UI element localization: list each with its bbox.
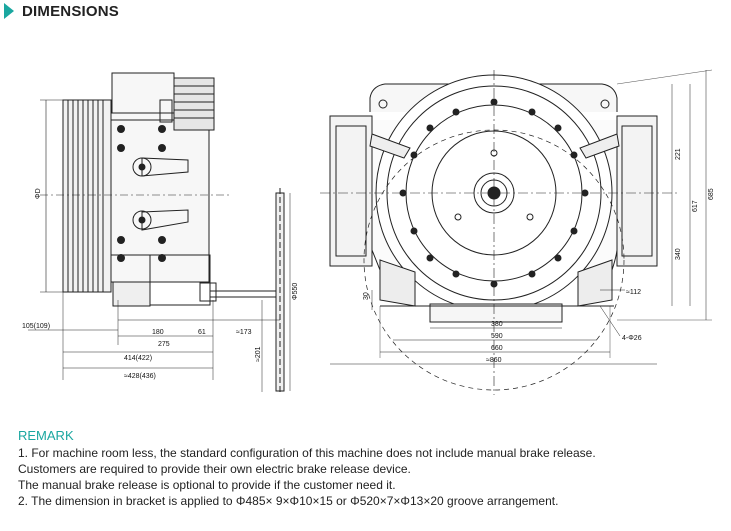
side-view-drawing — [28, 72, 291, 395]
dim-30: 30 — [363, 292, 370, 300]
dim-61: 61 — [198, 329, 206, 336]
front-view-drawing — [320, 69, 713, 395]
dim-860: ≈860 — [486, 357, 502, 364]
dim-180: 180 — [152, 329, 164, 336]
dim-550: Φ550 — [292, 283, 299, 300]
dim-105: 105(109) — [22, 323, 50, 330]
dim-340: 340 — [675, 248, 682, 260]
dim-414: 414(422) — [124, 355, 152, 362]
remark-title: REMARK — [18, 428, 74, 443]
remark-line-3: The manual brake release is optional to … — [18, 478, 396, 492]
dim-4-phi26: 4-Φ26 — [622, 335, 642, 342]
dim-380: 380 — [491, 321, 503, 328]
dim-685: 685 — [708, 188, 715, 200]
dim-660: 660 — [491, 345, 503, 352]
dim-201: ≈201 — [255, 346, 262, 362]
remark-section: REMARK 1. For machine room less, the sta… — [18, 428, 723, 509]
dim-590: 590 — [491, 333, 503, 340]
dim-112: ≈112 — [626, 289, 641, 296]
section-header: DIMENSIONS — [4, 0, 119, 22]
remark-line-4: 2. The dimension in bracket is applied t… — [18, 494, 559, 508]
page-title: DIMENSIONS — [22, 2, 120, 20]
technical-drawing: ΦD 105(109) 180 61 ≈173 275 414(422) ≈42… — [22, 69, 715, 395]
dim-173: ≈173 — [236, 329, 252, 336]
remark-line-2: Customers are required to provide their … — [18, 462, 411, 476]
dim-428: ≈428(436) — [124, 373, 156, 380]
dim-sheave-diameter: ΦD — [35, 188, 42, 199]
dim-275: 275 — [158, 341, 170, 348]
dim-221: 221 — [675, 148, 682, 160]
remark-line-1: 1. For machine room less, the standard c… — [18, 446, 596, 460]
chevron-right-icon — [4, 3, 14, 19]
dim-617: 617 — [692, 200, 699, 212]
